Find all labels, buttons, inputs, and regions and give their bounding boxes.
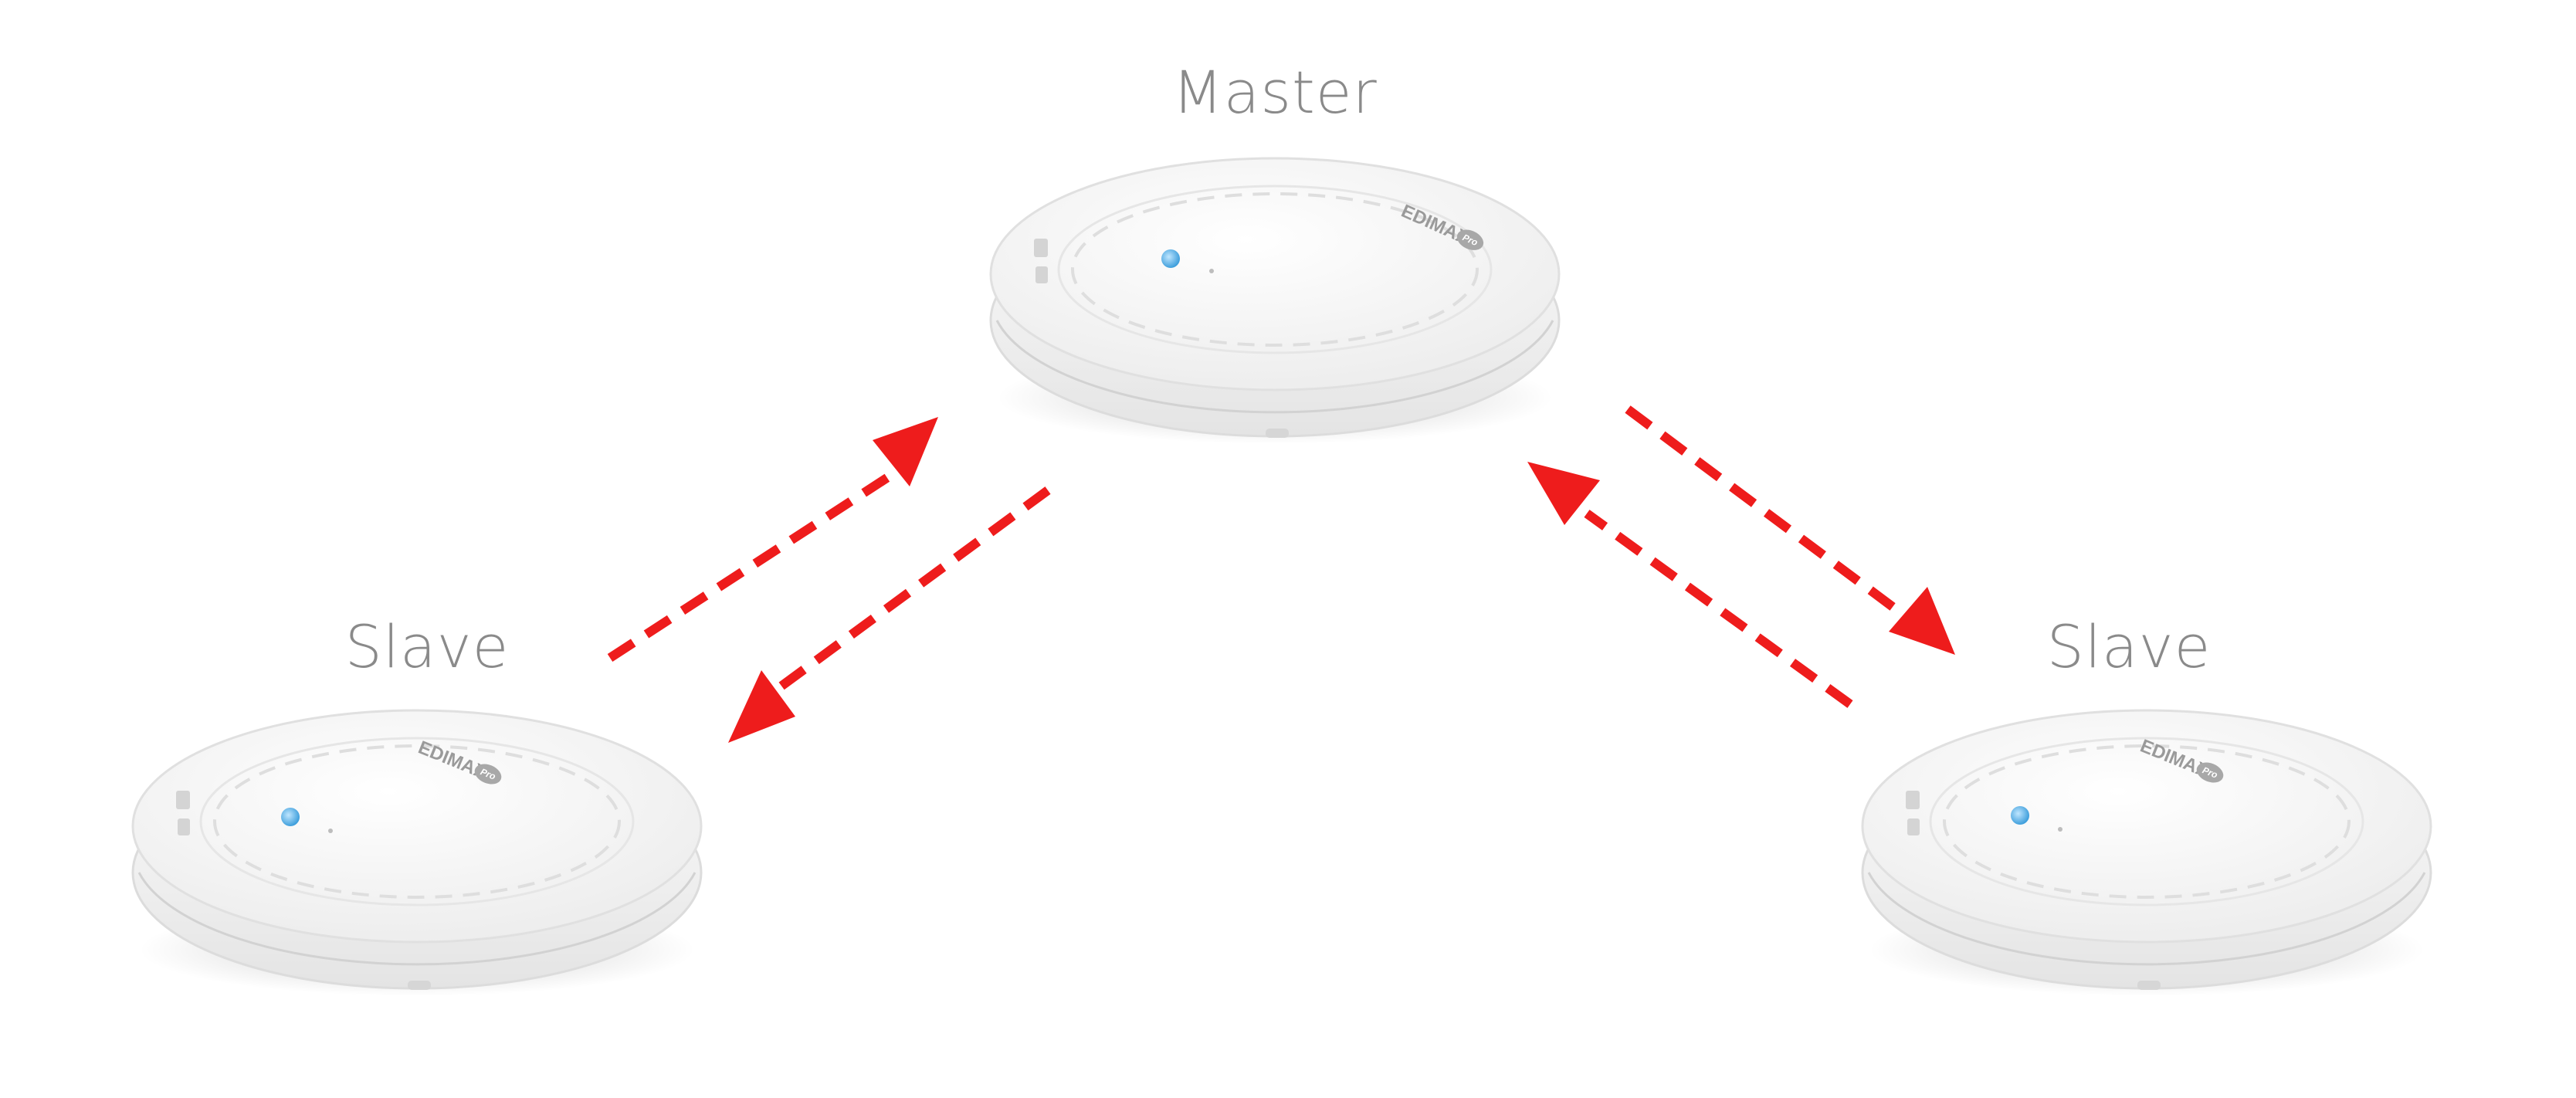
master-label: Master <box>1172 58 1378 127</box>
arrowhead-icon <box>1889 587 1955 655</box>
svg-text:Pro: Pro <box>479 766 497 781</box>
slave-left-label: Slave <box>344 612 510 681</box>
arrow-slave-right-to-master <box>1527 462 1853 708</box>
svg-text:Pro: Pro <box>2201 764 2219 780</box>
arrowhead-icon <box>728 670 795 743</box>
master-device: EDIMAX Pro <box>989 157 1561 446</box>
slave-right-device: EDIMAX Pro <box>1861 709 2432 998</box>
led-indicator-icon <box>2011 806 2029 825</box>
arrowhead-icon <box>1527 462 1600 525</box>
led-indicator-icon <box>281 808 300 826</box>
led-indicator-icon <box>1161 249 1180 268</box>
slave-right-label: Slave <box>2046 612 2212 681</box>
arrow-master-to-slave-right <box>1625 405 1955 655</box>
slave-left-device: EDIMAX Pro <box>131 709 703 998</box>
arrow-master-to-slave-left <box>728 486 1051 743</box>
arrowhead-icon <box>873 417 938 486</box>
arrow-slave-left-to-master <box>607 417 938 663</box>
